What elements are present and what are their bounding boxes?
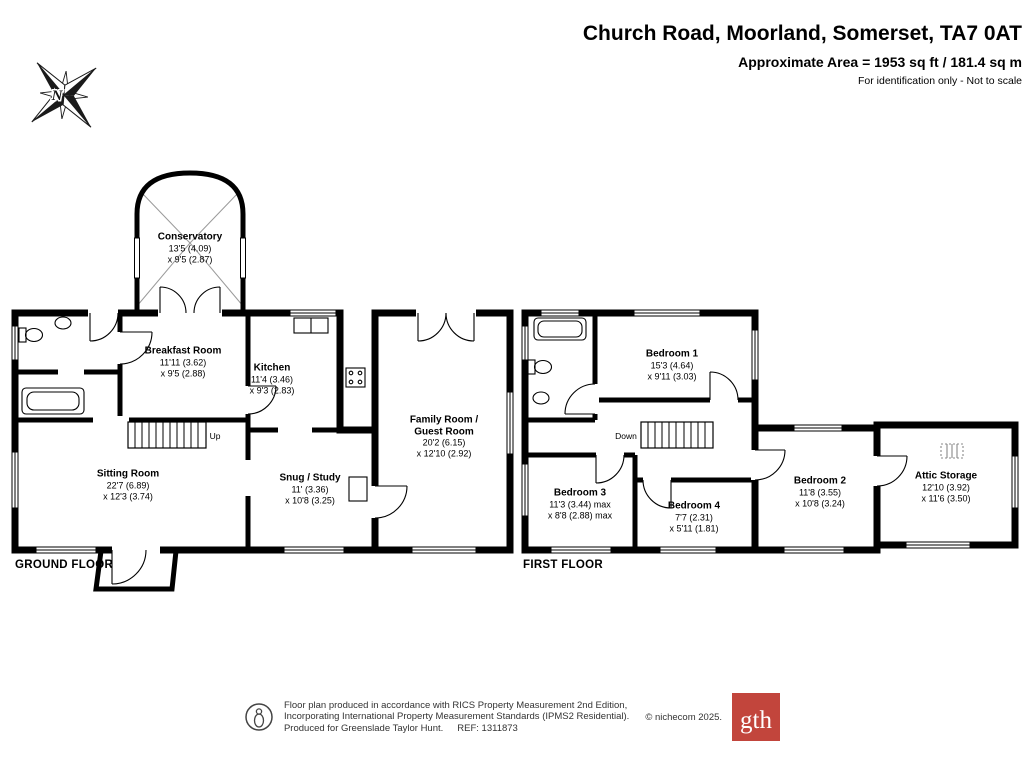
room-dim: 12'10 (3.92) [922, 481, 970, 492]
stairs-up-label: Up [209, 431, 221, 441]
conservatory-walls [134, 170, 246, 313]
room-dim: x 8'8 (2.88) max [547, 509, 613, 520]
room-dim: x 9'5 (2.88) [160, 367, 206, 378]
area-text: Approximate Area = 1953 sq ft / 181.4 sq… [738, 54, 1022, 70]
compass-icon: N [31, 62, 97, 128]
bathtub-icon [533, 317, 587, 341]
room-dim: 11' (3.36) [291, 483, 329, 494]
room-name: Attic Storage [914, 470, 978, 482]
room-label-bedroom-4: Bedroom 4 7'7 (2.31) x 5'11 (1.81) [668, 500, 720, 534]
first-door-arcs [564, 371, 908, 509]
bathtub-icon [21, 387, 85, 415]
room-name: Bedroom 2 [793, 475, 847, 487]
gth-logo: gth [732, 693, 781, 741]
room-dim: 11'11 (3.62) [159, 356, 207, 367]
room-dim: 15'3 (4.64) [650, 359, 694, 370]
room-name: Kitchen [253, 362, 291, 374]
stairs-down [640, 421, 714, 449]
fireplace-icon [348, 476, 368, 502]
room-name: Snug / Study [279, 472, 341, 484]
header: Church Road, Moorland, Somerset, TA7 0AT… [583, 22, 1022, 87]
room-label-conservatory: Conservatory 13'5 (4.09) x 9'5 (2.87) [158, 231, 222, 265]
room-dim: 22'7 (6.89) [106, 479, 150, 490]
room-dim: x 12'3 (3.74) [103, 490, 153, 501]
stairs-up [127, 421, 207, 449]
ground-door-openings [58, 308, 476, 554]
first-floor-label: FIRST FLOOR [523, 559, 603, 571]
room-label-sitting-room: Sitting Room 22'7 (6.89) x 12'3 (3.74) [97, 468, 159, 502]
copyright-text: © nichecom 2025. [645, 711, 723, 723]
footer: Floor plan produced in accordance with R… [0, 693, 1024, 741]
room-name: Bedroom 3 [553, 487, 607, 499]
sink-icon [54, 316, 72, 330]
compass-north-label: N [51, 88, 64, 104]
room-name: Family Room / [409, 414, 479, 426]
room-label-family-room: Family Room / Guest Room 20'2 (6.15) x 1… [410, 415, 478, 460]
page-title: Church Road, Moorland, Somerset, TA7 0AT [582, 22, 1022, 45]
ref-number: REF: 1311873 [457, 722, 518, 734]
stairs-down-label: Down [615, 431, 637, 441]
ground-floor-label: GROUND FLOOR [15, 559, 114, 571]
first-floor-plan [519, 307, 1021, 556]
gth-logo-text: gth [740, 707, 772, 734]
loft-hatch-icon [940, 443, 964, 459]
room-dim: x 9'11 (3.03) [647, 370, 697, 381]
room-label-bedroom-2: Bedroom 2 11'8 (3.55) x 10'8 (3.24) [794, 475, 846, 509]
room-name: Conservatory [157, 231, 223, 243]
room-name: Bedroom 1 [645, 348, 699, 360]
footer-line1: Floor plan produced in accordance with R… [283, 699, 628, 711]
sink-icon [532, 391, 550, 405]
ground-floor-plan [9, 170, 516, 592]
room-dim: x 12'10 (2.92) [416, 448, 472, 459]
room-name: Breakfast Room [144, 345, 222, 357]
room-label-breakfast-room: Breakfast Room 11'11 (3.62) x 9'5 (2.88) [145, 345, 222, 379]
room-label-bedroom-3: Bedroom 3 11'3 (3.44) max x 8'8 (2.88) m… [548, 487, 612, 521]
room-dim: 13'5 (4.09) [168, 242, 212, 253]
ground-windows [9, 237, 516, 556]
room-label-kitchen: Kitchen 11'4 (3.46) x 9'3 (2.83) [250, 362, 295, 396]
first-outer-wall-attic [873, 421, 1019, 549]
stove-icon [345, 367, 366, 388]
room-name: Sitting Room [96, 468, 160, 480]
first-fixtures [527, 317, 964, 459]
room-dim: x 9'3 (2.83) [249, 384, 295, 395]
first-windows [519, 307, 1021, 556]
ground-fixtures [18, 316, 368, 502]
room-dim: x 9'5 (2.87) [167, 253, 213, 264]
room-label-attic-storage: Attic Storage 12'10 (3.92) x 11'6 (3.50) [915, 470, 977, 504]
ground-door-arcs [89, 286, 475, 585]
room-dim: x 5'11 (1.81) [669, 522, 719, 533]
room-dim: x 11'6 (3.50) [921, 492, 971, 503]
porch-walls [93, 550, 179, 592]
produced-for-text: Produced for Greenslade Taylor Hunt. [283, 722, 444, 734]
room-dim: 11'3 (3.44) max [549, 498, 611, 509]
footer-line2: Incorporating International Property Mea… [283, 711, 630, 723]
room-dim: 11'4 (3.46) [250, 373, 294, 384]
room-label-snug-study: Snug / Study 11' (3.36) x 10'8 (3.25) [279, 472, 340, 506]
footer-line3: Produced for Greenslade Taylor Hunt. REF:… [284, 723, 629, 735]
first-door-openings [591, 384, 881, 486]
room-dim: x 10'8 (3.24) [795, 497, 845, 508]
room-label-bedroom-1: Bedroom 1 15'3 (4.64) x 9'11 (3.03) [646, 348, 698, 382]
room-dim: 11'8 (3.55) [798, 486, 842, 497]
room-name: Guest Room [414, 426, 474, 437]
room-name: Bedroom 4 [667, 500, 721, 512]
room-dim: x 10'8 (3.25) [285, 494, 335, 505]
certification-icon [245, 703, 273, 731]
disclaimer-text: For identification only - Not to scale [858, 75, 1022, 87]
room-dim: 20'2 (6.15) [422, 437, 466, 448]
footer-disclaimer: Floor plan produced in accordance with R… [284, 700, 629, 735]
room-dim: 7'7 (2.31) [675, 511, 713, 522]
